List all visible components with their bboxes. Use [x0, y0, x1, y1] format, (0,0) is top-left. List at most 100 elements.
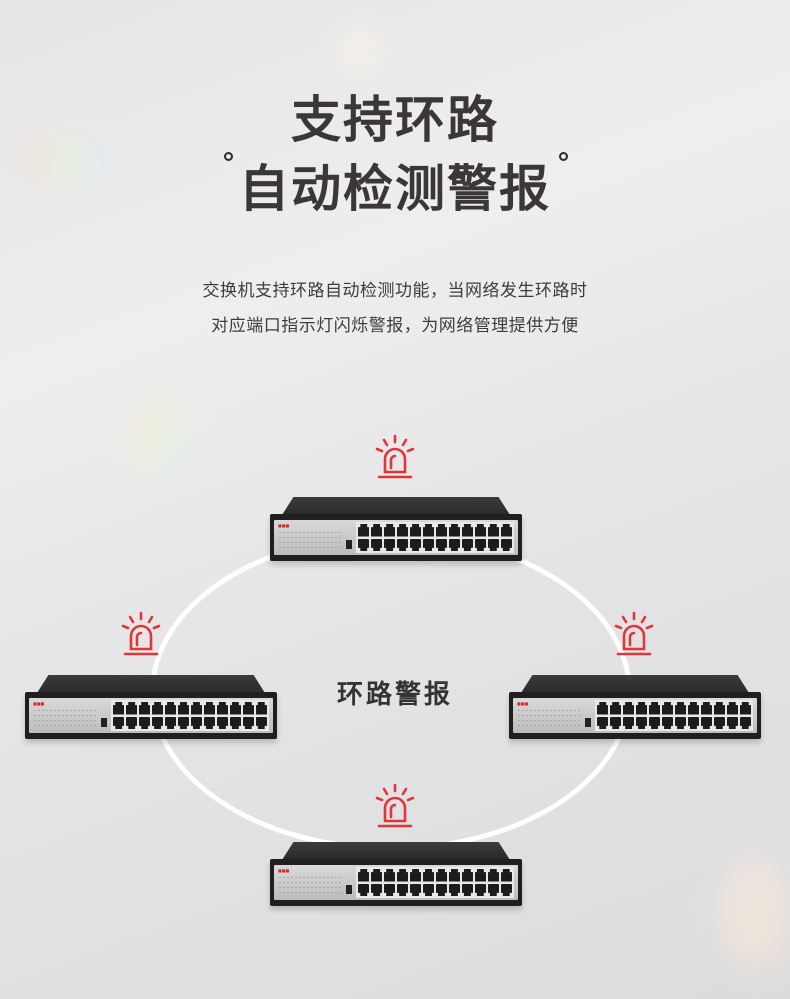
ethernet-port [358, 869, 370, 882]
ethernet-port [448, 538, 461, 551]
ethernet-port [448, 869, 461, 882]
ethernet-port [597, 716, 609, 729]
ethernet-port [177, 716, 190, 729]
network-switch-right: ■■■ [509, 675, 761, 739]
ethernet-port [190, 716, 203, 729]
ethernet-port [358, 538, 370, 551]
ethernet-port [422, 538, 435, 551]
ethernet-port [461, 883, 474, 896]
ethernet-port [674, 702, 687, 715]
ethernet-port [500, 538, 512, 551]
ethernet-port [255, 716, 267, 729]
ethernet-port [422, 869, 435, 882]
ethernet-port [138, 702, 151, 715]
ethernet-port [358, 524, 370, 537]
alarm-siren-icon [121, 611, 161, 656]
ethernet-port [726, 702, 739, 715]
ethernet-port [151, 716, 164, 729]
page-title-line1: 支持环路 [291, 91, 499, 149]
ethernet-port [474, 524, 487, 537]
ethernet-port [661, 716, 674, 729]
ethernet-port [409, 538, 422, 551]
ethernet-port [409, 883, 422, 896]
ethernet-port [396, 524, 409, 537]
ethernet-port [216, 702, 229, 715]
alarm-siren-icon [614, 611, 654, 656]
light-flare [20, 140, 110, 180]
ethernet-port [622, 702, 635, 715]
alarm-siren-icon [375, 783, 415, 828]
page-title-line2: 自动检测警报 [239, 160, 551, 218]
ethernet-port [597, 702, 609, 715]
ethernet-port [370, 869, 383, 882]
ethernet-port [229, 702, 242, 715]
description-line2: 对应端口指示灯闪烁警报，为网络管理提供方便 [211, 316, 579, 336]
ethernet-port [700, 702, 713, 715]
decorative-dot-icon [559, 152, 568, 161]
ethernet-port [190, 702, 203, 715]
ethernet-port [125, 716, 138, 729]
ethernet-port [203, 716, 216, 729]
ethernet-port [383, 538, 396, 551]
ethernet-port [177, 702, 190, 715]
ethernet-port [229, 716, 242, 729]
ethernet-port [687, 702, 700, 715]
ethernet-port [661, 702, 674, 715]
ethernet-port [609, 716, 622, 729]
ethernet-port [383, 883, 396, 896]
ethernet-port [609, 702, 622, 715]
ethernet-port [474, 538, 487, 551]
ethernet-port [255, 702, 267, 715]
ethernet-port [739, 716, 751, 729]
ethernet-port [138, 716, 151, 729]
ethernet-port [474, 869, 487, 882]
ethernet-port [370, 883, 383, 896]
ethernet-port [635, 716, 648, 729]
loop-alarm-label: 环路警报 [336, 680, 453, 710]
ethernet-port [409, 869, 422, 882]
ethernet-port [648, 716, 661, 729]
ethernet-port [713, 716, 726, 729]
ethernet-port [422, 883, 435, 896]
light-flare [340, 30, 380, 70]
ethernet-port [435, 869, 448, 882]
network-switch-left: ■■■ [25, 675, 277, 739]
ethernet-port [409, 524, 422, 537]
network-switch-bottom: ■■■ [270, 842, 522, 906]
ethernet-port [487, 869, 500, 882]
ethernet-port [635, 702, 648, 715]
ethernet-port [713, 702, 726, 715]
ethernet-port [125, 702, 138, 715]
ethernet-port [700, 716, 713, 729]
ethernet-port [435, 524, 448, 537]
ethernet-port [435, 883, 448, 896]
ethernet-port [435, 538, 448, 551]
ethernet-port [383, 869, 396, 882]
network-switch-top: ■■■ [270, 497, 522, 561]
ethernet-port [203, 702, 216, 715]
ethernet-port [448, 524, 461, 537]
ethernet-port [500, 869, 512, 882]
ethernet-port [358, 883, 370, 896]
ethernet-port [739, 702, 751, 715]
ethernet-port [461, 869, 474, 882]
ethernet-port [674, 716, 687, 729]
alarm-siren-icon [375, 434, 415, 479]
ethernet-port [164, 702, 177, 715]
ethernet-port [370, 524, 383, 537]
ethernet-port [396, 869, 409, 882]
ethernet-port [487, 538, 500, 551]
ethernet-port [113, 716, 125, 729]
ethernet-port [164, 716, 177, 729]
light-flare [720, 860, 790, 970]
ethernet-port [622, 716, 635, 729]
ethernet-port [474, 883, 487, 896]
description-line1: 交换机支持环路自动检测功能，当网络发生环路时 [202, 281, 588, 301]
decorative-dot-icon [224, 152, 233, 161]
ethernet-port [461, 524, 474, 537]
ethernet-port [396, 883, 409, 896]
ethernet-port [113, 702, 125, 715]
ethernet-port [687, 716, 700, 729]
ethernet-port [448, 883, 461, 896]
ethernet-port [487, 524, 500, 537]
